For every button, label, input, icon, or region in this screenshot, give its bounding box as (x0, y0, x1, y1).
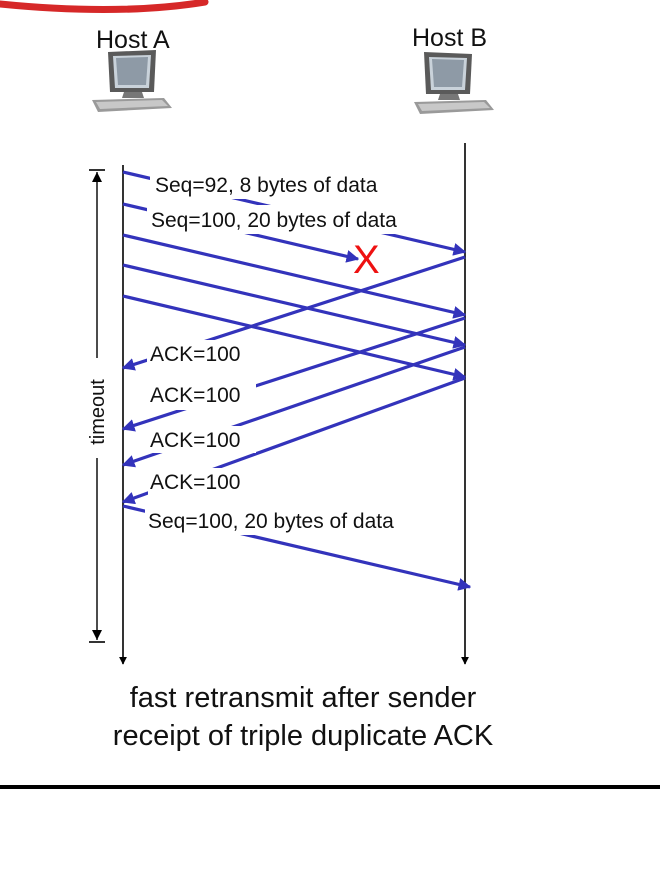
accent-swoosh (0, 0, 209, 14)
host-b-computer-icon (414, 52, 494, 114)
timeout-label: timeout (87, 379, 109, 445)
message-label-retransmit: Seq=100, 20 bytes of data (148, 510, 394, 533)
message-label-seq100: Seq=100, 20 bytes of data (151, 209, 397, 232)
host-b-label: Host B (412, 24, 488, 52)
message-arrow-segment-5 (122, 294, 467, 381)
ack-label-4: ACK=100 (150, 471, 240, 494)
message-arrow-segment-4 (122, 263, 467, 349)
message-label-seq92: Seq=92, 8 bytes of data (155, 174, 378, 197)
lost-packet-marker: X (353, 238, 380, 282)
ack-label-2: ACK=100 (150, 384, 240, 407)
diagram-caption-line-1: fast retransmit after sender (129, 682, 477, 714)
diagram-caption-line-2: receipt of triple duplicate ACK (112, 720, 494, 752)
ack-label-1: ACK=100 (150, 343, 240, 366)
host-a-label: Host A (96, 26, 170, 54)
ack-arrow-2 (121, 316, 466, 432)
message-arrow-segment-3 (122, 233, 467, 319)
timeout-bracket (86, 169, 108, 643)
ack-label-3: ACK=100 (150, 429, 240, 452)
host-a-computer-icon (92, 50, 172, 112)
